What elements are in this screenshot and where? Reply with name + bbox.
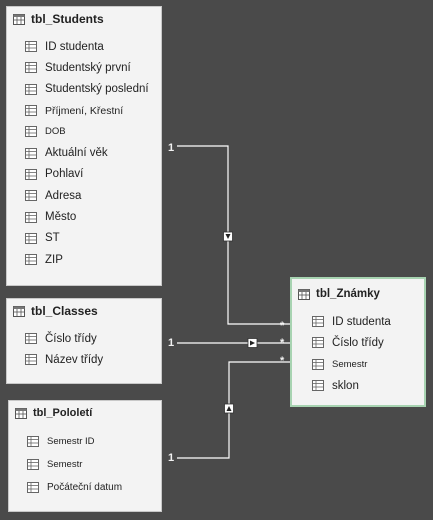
relationship-line-students-znamky[interactable] [177, 145, 290, 325]
field-row[interactable]: ID studenta [25, 36, 161, 57]
field-label: Pohlaví [45, 168, 84, 181]
field-label: Název třídy [45, 353, 104, 366]
table-header[interactable]: tbl_Students [7, 7, 161, 31]
field-label: Adresa [45, 189, 82, 202]
field-label: Číslo třídy [45, 332, 97, 345]
field-row[interactable]: ID studenta [312, 311, 424, 332]
table-title: tbl_Známky [316, 288, 380, 300]
field-row[interactable]: Studentský poslední [25, 79, 161, 100]
table-grid-icon [15, 407, 27, 419]
cardinality-one-label: 1 [168, 142, 175, 154]
field-row[interactable]: Studentský první [25, 57, 161, 78]
arrow-down-icon [225, 234, 231, 239]
field-row[interactable]: Aktuální věk [25, 142, 161, 163]
field-row[interactable]: Semestr [27, 453, 161, 476]
field-row[interactable]: Název třídy [25, 349, 161, 370]
cardinality-one-label: 1 [168, 337, 175, 349]
field-label: Semestr [47, 459, 83, 470]
cardinality-many-label: * [280, 355, 285, 367]
field-grid-icon [25, 168, 37, 180]
field-row[interactable]: Adresa [25, 185, 161, 206]
field-grid-icon [312, 337, 324, 349]
field-row[interactable]: Semestr ID [27, 430, 161, 453]
field-label: DOB [45, 126, 66, 138]
table-grid-icon [298, 288, 310, 300]
field-grid-icon [27, 436, 39, 447]
table-header[interactable]: tbl_Známky [292, 282, 424, 306]
table-title: tbl_Students [31, 12, 104, 26]
field-grid-icon [25, 232, 37, 244]
field-grid-icon [25, 126, 37, 138]
field-label: ID studenta [332, 315, 391, 328]
table-grid-icon [13, 13, 25, 25]
field-grid-icon [25, 254, 37, 266]
field-row[interactable]: Číslo třídy [25, 328, 161, 349]
field-label: Semestr [332, 358, 368, 370]
field-row[interactable]: ST [25, 228, 161, 249]
table-grid-icon [13, 305, 25, 317]
field-grid-icon [25, 354, 37, 366]
table-card-pololeti[interactable]: tbl_Pololetí Semestr ID Semestr Počátečn… [8, 400, 162, 512]
field-row[interactable]: sklon [312, 375, 424, 396]
field-grid-icon [27, 482, 39, 493]
field-row[interactable]: Semestr [312, 354, 424, 375]
arrow-right-icon [250, 340, 255, 346]
field-row[interactable]: DOB [25, 121, 161, 142]
field-grid-icon [25, 105, 37, 117]
field-row[interactable]: Pohlaví [25, 164, 161, 185]
table-title: tbl_Pololetí [33, 407, 93, 419]
field-grid-icon [25, 147, 37, 159]
field-grid-icon [25, 333, 37, 345]
field-label: Semestr ID [47, 436, 95, 447]
field-row[interactable]: Příjmení, Křestní [25, 100, 161, 121]
field-grid-icon [25, 41, 37, 53]
field-grid-icon [25, 62, 37, 74]
field-label: Příjmení, Křestní [45, 104, 124, 117]
field-label: Město [45, 211, 77, 224]
cardinality-many-label: * [280, 337, 285, 349]
field-label: Počáteční datum [47, 482, 123, 493]
field-row[interactable]: ZIP [25, 249, 161, 270]
field-grid-icon [25, 83, 37, 95]
table-header[interactable]: tbl_Pololetí [9, 401, 161, 425]
field-grid-icon [312, 316, 324, 328]
field-grid-icon [312, 380, 324, 392]
field-label: ID studenta [45, 40, 104, 53]
field-label: Aktuální věk [45, 147, 108, 160]
field-label: ST [45, 232, 60, 245]
field-grid-icon [27, 459, 39, 470]
arrow-up-icon [226, 406, 232, 411]
table-title: tbl_Classes [31, 304, 98, 318]
table-card-znamky[interactable]: tbl_Známky ID studenta Číslo třídy Semes… [290, 277, 426, 407]
table-header[interactable]: tbl_Classes [7, 299, 161, 323]
field-label: Číslo třídy [332, 336, 384, 349]
field-label: ZIP [45, 253, 63, 266]
field-grid-icon [25, 190, 37, 202]
table-card-students[interactable]: tbl_Students ID studenta Studentský prvn… [6, 6, 162, 286]
field-row[interactable]: Počáteční datum [27, 476, 161, 499]
field-row[interactable]: Město [25, 206, 161, 227]
field-label: Studentský poslední [45, 83, 149, 96]
cardinality-many-label: * [280, 320, 285, 332]
cardinality-one-label: 1 [168, 452, 175, 464]
table-card-classes[interactable]: tbl_Classes Číslo třídy Název třídy [6, 298, 162, 384]
field-label: Studentský první [45, 61, 131, 74]
field-row[interactable]: Číslo třídy [312, 332, 424, 353]
field-grid-icon [25, 211, 37, 223]
field-label: sklon [332, 379, 359, 392]
field-grid-icon [312, 358, 324, 370]
